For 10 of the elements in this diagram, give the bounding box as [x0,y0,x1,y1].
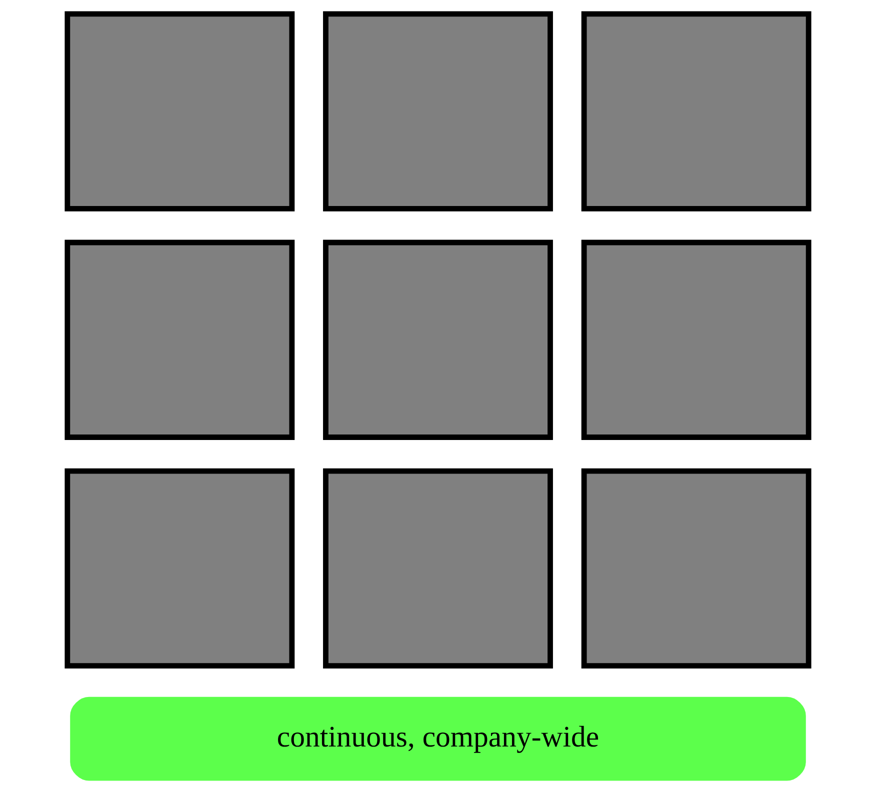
node-box [581,11,812,212]
node-box [64,11,295,212]
node-box [323,240,553,440]
node-box [64,468,295,669]
node-box [323,468,553,669]
node-box [581,468,812,669]
node-box: continuous, company-wide [70,696,806,781]
node-box [581,240,812,440]
node-box [64,240,295,440]
node-box [323,11,553,212]
